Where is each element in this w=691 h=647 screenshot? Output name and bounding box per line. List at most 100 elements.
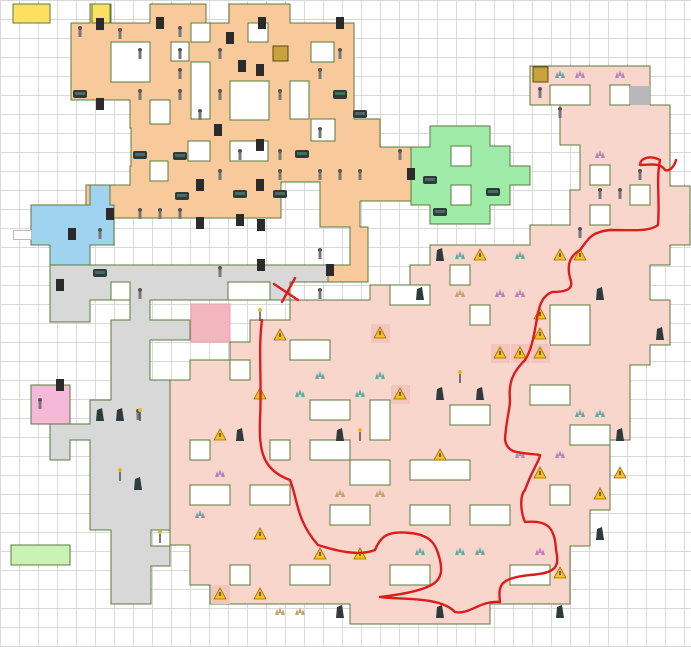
- crystal-icon: [595, 150, 605, 158]
- enemy-icon: [138, 48, 142, 59]
- enemy-icon: [318, 169, 322, 180]
- crystal-icon: [455, 547, 465, 555]
- enemy-icon: [538, 87, 542, 98]
- enemy-icon: [98, 228, 102, 239]
- torch-icon: [358, 428, 362, 441]
- rock-icon: [436, 248, 444, 261]
- rock-icon: [436, 605, 444, 618]
- rock-icon: [134, 477, 142, 490]
- door-icon: [257, 219, 265, 231]
- door-icon: [256, 179, 264, 191]
- enemy-icon: [138, 89, 142, 100]
- crystal-icon: [575, 70, 585, 78]
- hazard-icon: [493, 346, 507, 359]
- crystal-icon: [535, 547, 545, 555]
- rock-icon: [556, 605, 564, 618]
- door-icon: [196, 217, 204, 229]
- enemy-icon: [218, 169, 222, 180]
- entrance-label: [13, 230, 32, 240]
- crystal-icon: [335, 489, 345, 497]
- door-icon: [196, 179, 204, 191]
- door-icon: [407, 168, 415, 180]
- crystal-icon: [375, 371, 385, 379]
- door-icon: [106, 208, 114, 220]
- hazard-icon: [393, 387, 407, 400]
- enemy-icon: [178, 68, 182, 79]
- crystal-icon: [355, 389, 365, 397]
- pink-room: [30, 384, 71, 425]
- rock-icon: [336, 428, 344, 441]
- gray-holes: [110, 281, 271, 301]
- rock-icon: [236, 428, 244, 441]
- route-line: [258, 156, 678, 614]
- crystal-icon: [555, 450, 565, 458]
- enemy-icon: [218, 266, 222, 277]
- door-icon: [336, 17, 344, 29]
- enemy-icon: [598, 188, 602, 199]
- chest-icon: [73, 90, 87, 98]
- door-icon: [156, 17, 164, 29]
- torch-icon: [118, 468, 122, 481]
- hazard-icon: [553, 566, 567, 579]
- door-icon: [236, 214, 244, 226]
- crystal-icon: [515, 289, 525, 297]
- door-icon: [226, 32, 234, 44]
- rock-icon: [436, 387, 444, 400]
- torch-icon: [138, 408, 142, 421]
- door-icon: [257, 259, 265, 271]
- door-icon: [96, 18, 104, 30]
- gray-region: [49, 264, 329, 605]
- enemy-icon: [278, 89, 282, 100]
- hazard-icon: [273, 328, 287, 341]
- torch-icon: [458, 370, 462, 383]
- chest-icon: [333, 90, 347, 98]
- hazard-icon: [253, 527, 267, 540]
- enemy-icon: [318, 127, 322, 138]
- crystal-icon: [195, 510, 205, 518]
- chest-icon: [295, 150, 309, 158]
- rose-room: [190, 303, 231, 343]
- door-icon: [68, 228, 76, 240]
- hazard-icon: [313, 547, 327, 560]
- light-green-room: [10, 544, 71, 566]
- rock-icon: [116, 408, 124, 421]
- enemy-icon: [118, 28, 122, 39]
- salmon-holes: [189, 84, 651, 586]
- enemy-icon: [138, 288, 142, 299]
- enemy-icon: [638, 169, 642, 180]
- chest-icon: [272, 45, 289, 62]
- hazard-icon: [573, 248, 587, 261]
- crystal-icon: [615, 70, 625, 78]
- hazard-icon: [593, 487, 607, 500]
- hazard-icon: [253, 587, 267, 600]
- rock-icon: [656, 327, 664, 340]
- rock-icon: [476, 387, 484, 400]
- door-icon: [256, 64, 264, 76]
- chest-icon: [93, 269, 107, 277]
- hazard-icon: [613, 466, 627, 479]
- chest-icon: [532, 66, 549, 83]
- door-icon: [326, 264, 334, 276]
- enemy-icon: [218, 48, 222, 59]
- door-icon: [56, 279, 64, 291]
- door-icon: [56, 379, 64, 391]
- hazard-icon: [533, 346, 547, 359]
- rock-icon: [336, 605, 344, 618]
- enemy-icon: [398, 149, 402, 160]
- door-icon: [214, 124, 222, 136]
- enemy-icon: [178, 208, 182, 219]
- rock-icon: [616, 428, 624, 441]
- route-path: [258, 156, 678, 614]
- enemy-icon: [178, 89, 182, 100]
- door-icon: [96, 98, 104, 110]
- enemy-icon: [278, 169, 282, 180]
- chest-icon: [175, 192, 189, 200]
- crystal-icon: [575, 409, 585, 417]
- enemy-icon: [558, 107, 562, 118]
- enemy-icon: [618, 188, 622, 199]
- enemy-icon: [218, 89, 222, 100]
- route-end-cross-2: [280, 276, 297, 304]
- chest-icon: [233, 190, 247, 198]
